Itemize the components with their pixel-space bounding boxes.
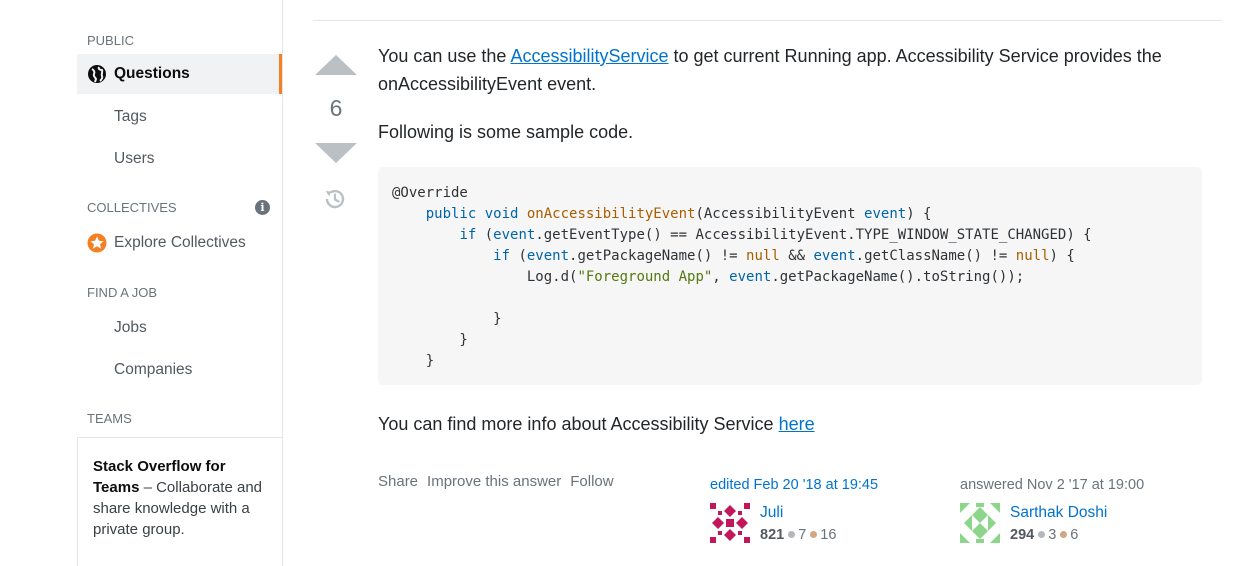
answer-paragraph-3: You can find more info about Accessibili… [378, 410, 1208, 438]
sidebar-item-jobs[interactable]: Jobs [77, 308, 282, 348]
globe-icon [88, 65, 106, 83]
editor-reputation: 821 7 16 [760, 525, 836, 545]
edited-timestamp-link[interactable]: edited Feb 20 '18 at 19:45 [710, 477, 879, 493]
code-block: @Override public void onAccessibilityEve… [378, 167, 1202, 385]
code-text: @Override public void onAccessibilityEve… [392, 185, 1092, 369]
info-icon[interactable]: i [255, 200, 270, 215]
teams-promo-title: Stack Overflow for Teams [93, 458, 226, 496]
answered-timestamp: answered Nov 2 '17 at 19:00 [960, 477, 1145, 493]
answer-paragraph-2: Following is some sample code. [378, 122, 634, 142]
sidebar-item-label: Questions [114, 65, 190, 82]
editor-avatar[interactable] [710, 503, 750, 543]
accessibility-service-link[interactable]: AccessibilityService [510, 46, 669, 66]
section-label-teams: TEAMS [87, 411, 132, 426]
left-sidebar: PUBLIC Questions Tags Users COLLECTIVES … [0, 0, 283, 566]
section-label-collectives: COLLECTIVES [87, 200, 177, 215]
sidebar-item-users[interactable]: Users [77, 139, 282, 179]
improve-answer-link[interactable]: Improve this answer [427, 473, 562, 490]
reputation-score: 294 [1010, 527, 1035, 543]
text-span: You can use the [378, 46, 511, 66]
more-info-link[interactable]: here [778, 414, 815, 434]
history-icon[interactable] [322, 186, 348, 212]
upvote-button[interactable] [315, 55, 357, 75]
reputation-score: 821 [760, 527, 785, 543]
silver-badge-count: 7 [798, 527, 807, 543]
sidebar-item-label: Users [114, 150, 155, 167]
follow-link[interactable]: Follow [570, 473, 614, 490]
editor-signature: edited Feb 20 '18 at 19:45 Juli 821 7 16 [710, 477, 950, 545]
sidebar-item-label: Companies [114, 361, 193, 378]
sidebar-item-questions[interactable]: Questions [77, 54, 282, 94]
author-avatar[interactable] [960, 503, 1000, 543]
editor-name-link[interactable]: Juli [760, 504, 784, 521]
silver-badge-icon [788, 531, 796, 539]
vote-count: 6 [329, 95, 343, 121]
answer-paragraph-1: You can use the AccessibilityService to … [378, 42, 1208, 98]
sidebar-item-companies[interactable]: Companies [77, 350, 282, 390]
collectives-star-icon [87, 233, 107, 253]
author-signature: answered Nov 2 '17 at 19:00 Sarthak Dosh… [960, 477, 1200, 545]
divider [313, 20, 1222, 21]
teams-promo: Stack Overflow for Teams – Collaborate a… [77, 437, 283, 566]
author-name-link[interactable]: Sarthak Doshi [1010, 504, 1108, 521]
bronze-badge-icon [810, 531, 818, 539]
bronze-badge-count: 6 [1070, 527, 1079, 543]
text-span: You can find more info about Accessibili… [378, 414, 779, 434]
section-label-public: PUBLIC [87, 33, 134, 48]
sidebar-item-tags[interactable]: Tags [77, 97, 282, 137]
silver-badge-icon [1038, 531, 1046, 539]
sidebar-item-label: Tags [114, 108, 147, 125]
post-menu: Share Improve this answer Follow [378, 473, 614, 490]
share-link[interactable]: Share [378, 473, 419, 490]
silver-badge-count: 3 [1048, 527, 1057, 543]
sidebar-item-explore-collectives[interactable]: Explore Collectives [77, 223, 282, 263]
section-label-find-a-job: FIND A JOB [87, 285, 158, 300]
teams-promo-text: – Collaborate and share knowledge with a… [93, 479, 263, 538]
bronze-badge-icon [1060, 531, 1068, 539]
bronze-badge-count: 16 [820, 527, 837, 543]
sidebar-item-label: Jobs [114, 319, 147, 336]
text-span: to get current Running app. Accessibilit… [378, 46, 1162, 94]
sidebar-item-label: Explore Collectives [114, 234, 246, 251]
downvote-button[interactable] [315, 143, 357, 163]
